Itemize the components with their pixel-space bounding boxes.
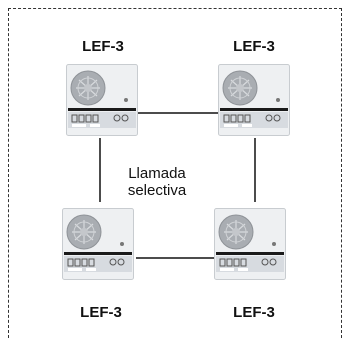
selective-call-line1: Llamada — [128, 165, 186, 182]
intercom-icon — [214, 208, 286, 280]
intercom-unit-bottom-left — [62, 208, 134, 280]
unit-label-bottom-right: LEF-3 — [233, 304, 275, 321]
selective-call-label: Llamada selectiva — [102, 165, 212, 199]
unit-label-top-right: LEF-3 — [233, 38, 275, 55]
intercom-unit-top-right — [218, 64, 290, 136]
intercom-icon — [66, 64, 138, 136]
intercom-icon — [218, 64, 290, 136]
connection-lines — [99, 112, 256, 259]
intercom-icon — [62, 208, 134, 280]
unit-label-bottom-left: LEF-3 — [80, 304, 122, 321]
diagram-frame — [8, 8, 342, 338]
intercom-unit-bottom-right — [214, 208, 286, 280]
intercom-unit-top-left — [66, 64, 138, 136]
unit-label-top-left: LEF-3 — [82, 38, 124, 55]
selective-call-line2: selectiva — [127, 182, 187, 199]
